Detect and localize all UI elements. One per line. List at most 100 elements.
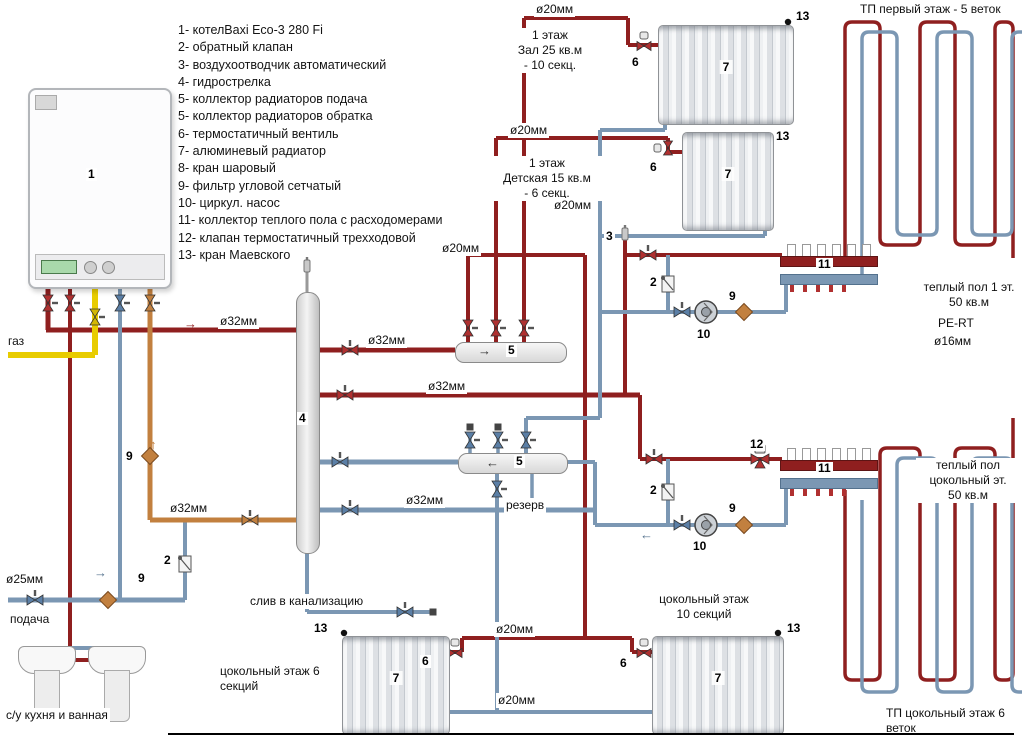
pipe-cap-icon [466,423,474,431]
pipe-cap-icon [429,608,437,616]
legend-item: 13- кран Маевского [178,247,291,262]
pipe-dia-label: ø32мм [404,493,446,508]
radiator-number: 7 [721,166,735,181]
flow-meters [787,244,871,257]
circulation-pump-icon [694,513,718,537]
tag-trv: 6 [618,656,629,671]
legend-item: 12- клапан термостатичный трехходовой [178,230,416,245]
tag-trv: 6 [648,160,659,175]
tag-air-vent: 3 [604,229,615,244]
flow-meters [787,448,871,461]
basement10-label: цокольный этаж 10 секций [650,592,758,622]
ball-valve-icon [492,431,509,449]
tag-pump: 10 [691,539,709,554]
drain-label: слив в канализацию [248,594,366,609]
drain-valve-icon [396,601,414,618]
flow-arrow: → [478,343,491,358]
floorheat-first-return-loop [860,30,1022,274]
tag-mayevsky: 13 [794,9,812,24]
legend-item: 1- котелBaxi Eco-3 280 Fi [178,23,323,37]
ball-valve-icon [673,301,691,318]
ball-valve-icon [645,448,663,465]
strainer-filter-icon [99,591,117,609]
flow-arrow: → [94,565,107,580]
tag-check-valve: 2 [648,275,659,290]
zone-hall-label: 1 этаж Зал 25 кв.м - 10 секц. [492,28,608,73]
collector-valve-caps [790,489,846,496]
pipe-dia-label: ø25мм [4,572,46,587]
thermostatic-valve-icon [636,31,652,51]
ball-valve-icon [114,294,131,312]
flow-arrow: → [184,316,197,331]
radiator-hall: 7 [658,25,794,125]
legend-item: 3- воздухоотводчик автоматический [178,57,387,72]
pipe-dia-label: ø32мм [218,314,260,329]
radiator-number: 7 [719,60,733,75]
radiator-number: 7 [389,670,403,685]
tag-mayevsky: 13 [774,129,792,144]
pipe-dia-label: ø32мм [426,379,468,394]
ball-valve-icon [520,431,537,449]
collector-return-bar [780,478,878,489]
floorheat-basement-title: ТП цокольный этаж 6 веток [884,706,1024,736]
check-valve-icon [660,275,675,293]
sink [18,646,76,674]
thermostatic-valve-icon [636,638,652,658]
radiator-basement-left: 7 [342,636,450,735]
floorheat-first-title: ТП первый этаж - 5 веток [858,2,1003,17]
ball-valve-icon [491,480,508,498]
boiler-knob [102,261,115,274]
thermostatic-valve-icon [447,638,463,658]
flow-arrow: ← [486,455,499,470]
tag-filter: 9 [136,571,147,586]
legend-item: 10- циркул. насос [178,195,280,210]
tag-mayevsky: 13 [312,621,330,636]
legend-item: 2- обратный клапан [178,40,293,55]
strainer-filter-icon [735,516,753,534]
tag-check-valve: 2 [162,553,173,568]
ball-valve-icon [464,431,481,449]
tag-mayevsky: 13 [785,621,803,636]
pipe-dia-label: ø32мм [366,333,408,348]
warm-floor-first-label: теплый пол 1 эт. 50 кв.м [918,280,1020,310]
zone-kids-label: 1 этаж Детская 15 кв.м - 6 секц. [482,156,612,201]
tag-supply-manifold: 5 [506,343,517,358]
radiator-kids: 7 [682,132,774,231]
gas-label: газ [6,334,27,349]
ball-valve-icon [673,514,691,531]
radiator-number: 7 [711,670,725,685]
pipe-dia-label: ø20мм [508,123,550,138]
legend-item: 7- алюминевый радиатор [178,144,326,159]
check-valve-icon [660,483,675,501]
legend-item: 5- коллектор радиаторов подача [178,92,368,107]
return-manifold [458,453,568,474]
warm-floor-basement-label: теплый пол цокольный эт. 50 кв.м [916,458,1020,503]
tag-filter: 9 [727,501,738,516]
tag-collector: 11 [816,461,833,476]
tag-filter: 9 [124,449,135,464]
check-valve-icon [177,555,192,573]
ball-valve-icon [518,319,535,337]
legend-item: 4- гидрострелка [178,74,271,89]
collector-valve-caps [790,285,846,292]
pipe-dia-label: ø20мм [534,2,576,17]
pipe-dia-label: ø32мм [168,501,210,516]
boiler-control-panel [35,254,165,280]
legend-item: 5- коллектор радиаторов обратка [178,109,373,124]
legend-item: 11- коллектор теплого пола с расходомера… [178,213,443,228]
pipe-dia-label: ø20мм [440,241,482,256]
floorheat-first-supply-loop [843,20,1015,262]
tag-trv: 6 [420,654,431,669]
bottom-border-line [168,733,1014,735]
boiler-knob [84,261,97,274]
boiler-logo [35,95,57,110]
tag-return-manifold: 5 [514,454,525,469]
legend-item: 8- кран шаровый [178,161,276,176]
pipe-dia-label: ø16мм [932,334,974,349]
legend-item: 6- термостатичный вентиль [178,126,339,141]
ball-valve-icon [490,319,507,337]
flow-arrow: ↑ [150,437,157,452]
radiator-basement-right: 7 [652,636,784,735]
